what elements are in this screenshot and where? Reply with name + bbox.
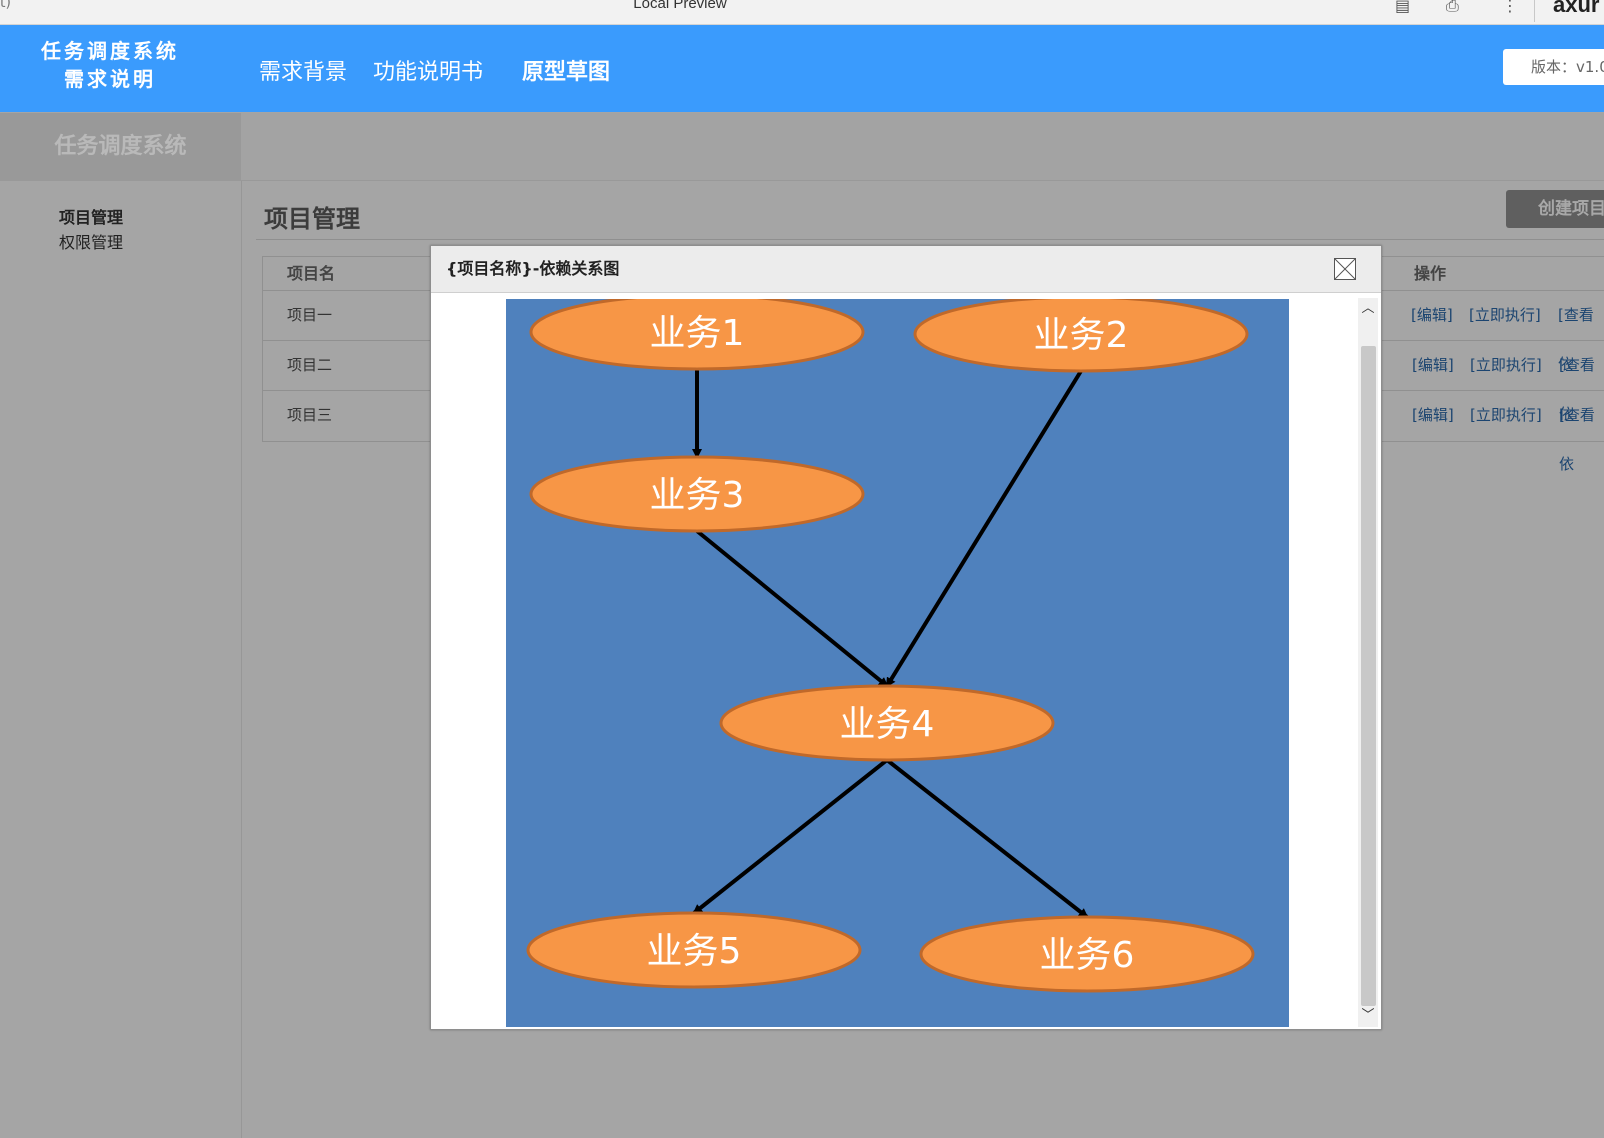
task-node-ellipse: [529, 299, 865, 371]
dependency-arrow: [695, 529, 889, 688]
create-project-button[interactable]: 创建项目: [1506, 190, 1604, 228]
subbar-logo: 任务调度系统: [0, 113, 241, 180]
task-node-ellipse: [526, 911, 862, 989]
run-now-link[interactable]: [立即执行]: [1469, 306, 1541, 324]
dialog-title: {项目名称}-依赖关系图: [446, 259, 620, 278]
task-node-ellipse: [719, 684, 1055, 762]
task-node: 业务3: [529, 455, 865, 533]
document-icon[interactable]: ⎙: [1446, 0, 1459, 15]
task-node-label: 业务6: [1040, 935, 1135, 976]
browser-left-fragment: t): [0, 0, 11, 11]
dependency-diagram: 业务1 业务2 业务3 业务4 业务5 业务6: [506, 299, 1289, 1027]
system-title-line2: 需求说明: [64, 67, 156, 91]
system-title-line1: 任务调度系统: [41, 39, 179, 63]
task-node-label: 业务5: [647, 931, 742, 972]
page-title: 项目管理: [264, 205, 360, 233]
task-node: 业务5: [526, 911, 862, 989]
dialog-scrollbar[interactable]: ︿ ﹀: [1358, 298, 1378, 1027]
browser-toolbar: t) Local Preview ▤ ⎙ ⋮ axur: [0, 0, 1604, 25]
task-node: 业务2: [913, 299, 1249, 373]
sub-header: 任务调度系统: [0, 113, 1604, 181]
column-header-ops: 操作: [1414, 264, 1447, 283]
project-name-cell: 项目二: [287, 356, 333, 374]
task-node-ellipse: [919, 915, 1255, 993]
edit-link[interactable]: [编辑]: [1411, 306, 1453, 324]
scroll-up-icon[interactable]: ︿: [1361, 301, 1375, 316]
run-now-link[interactable]: [立即执行]: [1470, 356, 1542, 374]
version-badge: 版本：v1.0: [1503, 49, 1604, 85]
run-now-link[interactable]: [立即执行]: [1470, 406, 1542, 424]
task-node-label: 业务4: [840, 704, 935, 745]
task-node: 业务6: [919, 915, 1255, 993]
view-dependency-link[interactable]: [查看依: [1559, 356, 1595, 423]
sidebar-item-permission-management[interactable]: 权限管理: [59, 233, 124, 252]
system-title: 任务调度系统 需求说明: [20, 37, 200, 93]
more-vertical-icon[interactable]: ⋮: [1502, 0, 1518, 15]
toolbar-divider: [1534, 0, 1535, 22]
task-node: 业务4: [719, 684, 1055, 762]
project-name-cell: 项目三: [287, 406, 333, 424]
project-name-cell: 项目一: [287, 306, 333, 324]
dependency-arrow: [885, 758, 1089, 919]
close-icon[interactable]: [1334, 258, 1356, 280]
nav-requirements-background[interactable]: 需求背景: [259, 60, 348, 85]
nav-function-spec[interactable]: 功能说明书: [373, 60, 484, 85]
sidebar: 项目管理 权限管理: [0, 181, 242, 1138]
task-node: 业务1: [529, 299, 865, 371]
title-divider: [256, 239, 1604, 240]
scroll-thumb[interactable]: [1361, 346, 1376, 1006]
dependency-arrow: [692, 758, 889, 915]
dependency-dialog: {项目名称}-依赖关系图 业务1 业务2 业务3 业务4 业务5 业务6 ︿ ﹀: [430, 245, 1382, 1030]
task-node-label: 业务2: [1034, 315, 1129, 356]
scroll-down-icon[interactable]: ﹀: [1361, 1008, 1375, 1023]
diagram-background: [506, 299, 1289, 1027]
column-header-name: 项目名: [287, 264, 336, 283]
dialog-header: {项目名称}-依赖关系图: [431, 246, 1381, 293]
nav-prototype-sketch[interactable]: 原型草图: [522, 60, 611, 85]
view-dependency-link[interactable]: [查看依: [1558, 306, 1594, 373]
view-dependency-link[interactable]: [查看依: [1559, 406, 1595, 473]
dependency-arrow: [885, 369, 1083, 688]
edit-link[interactable]: [编辑]: [1412, 406, 1454, 424]
task-node-ellipse: [913, 299, 1249, 373]
sidebar-item-project-management[interactable]: 项目管理: [59, 208, 124, 227]
axure-logo: axur: [1553, 0, 1600, 17]
edit-link[interactable]: [编辑]: [1412, 356, 1454, 374]
app-header: 任务调度系统 需求说明 需求背景 功能说明书 原型草图 版本：v1.0: [0, 25, 1604, 112]
task-node-label: 业务1: [650, 313, 745, 354]
task-node-ellipse: [529, 455, 865, 533]
page-icon[interactable]: ▤: [1395, 0, 1411, 15]
browser-title: Local Preview: [633, 0, 727, 12]
task-node-label: 业务3: [650, 475, 745, 516]
